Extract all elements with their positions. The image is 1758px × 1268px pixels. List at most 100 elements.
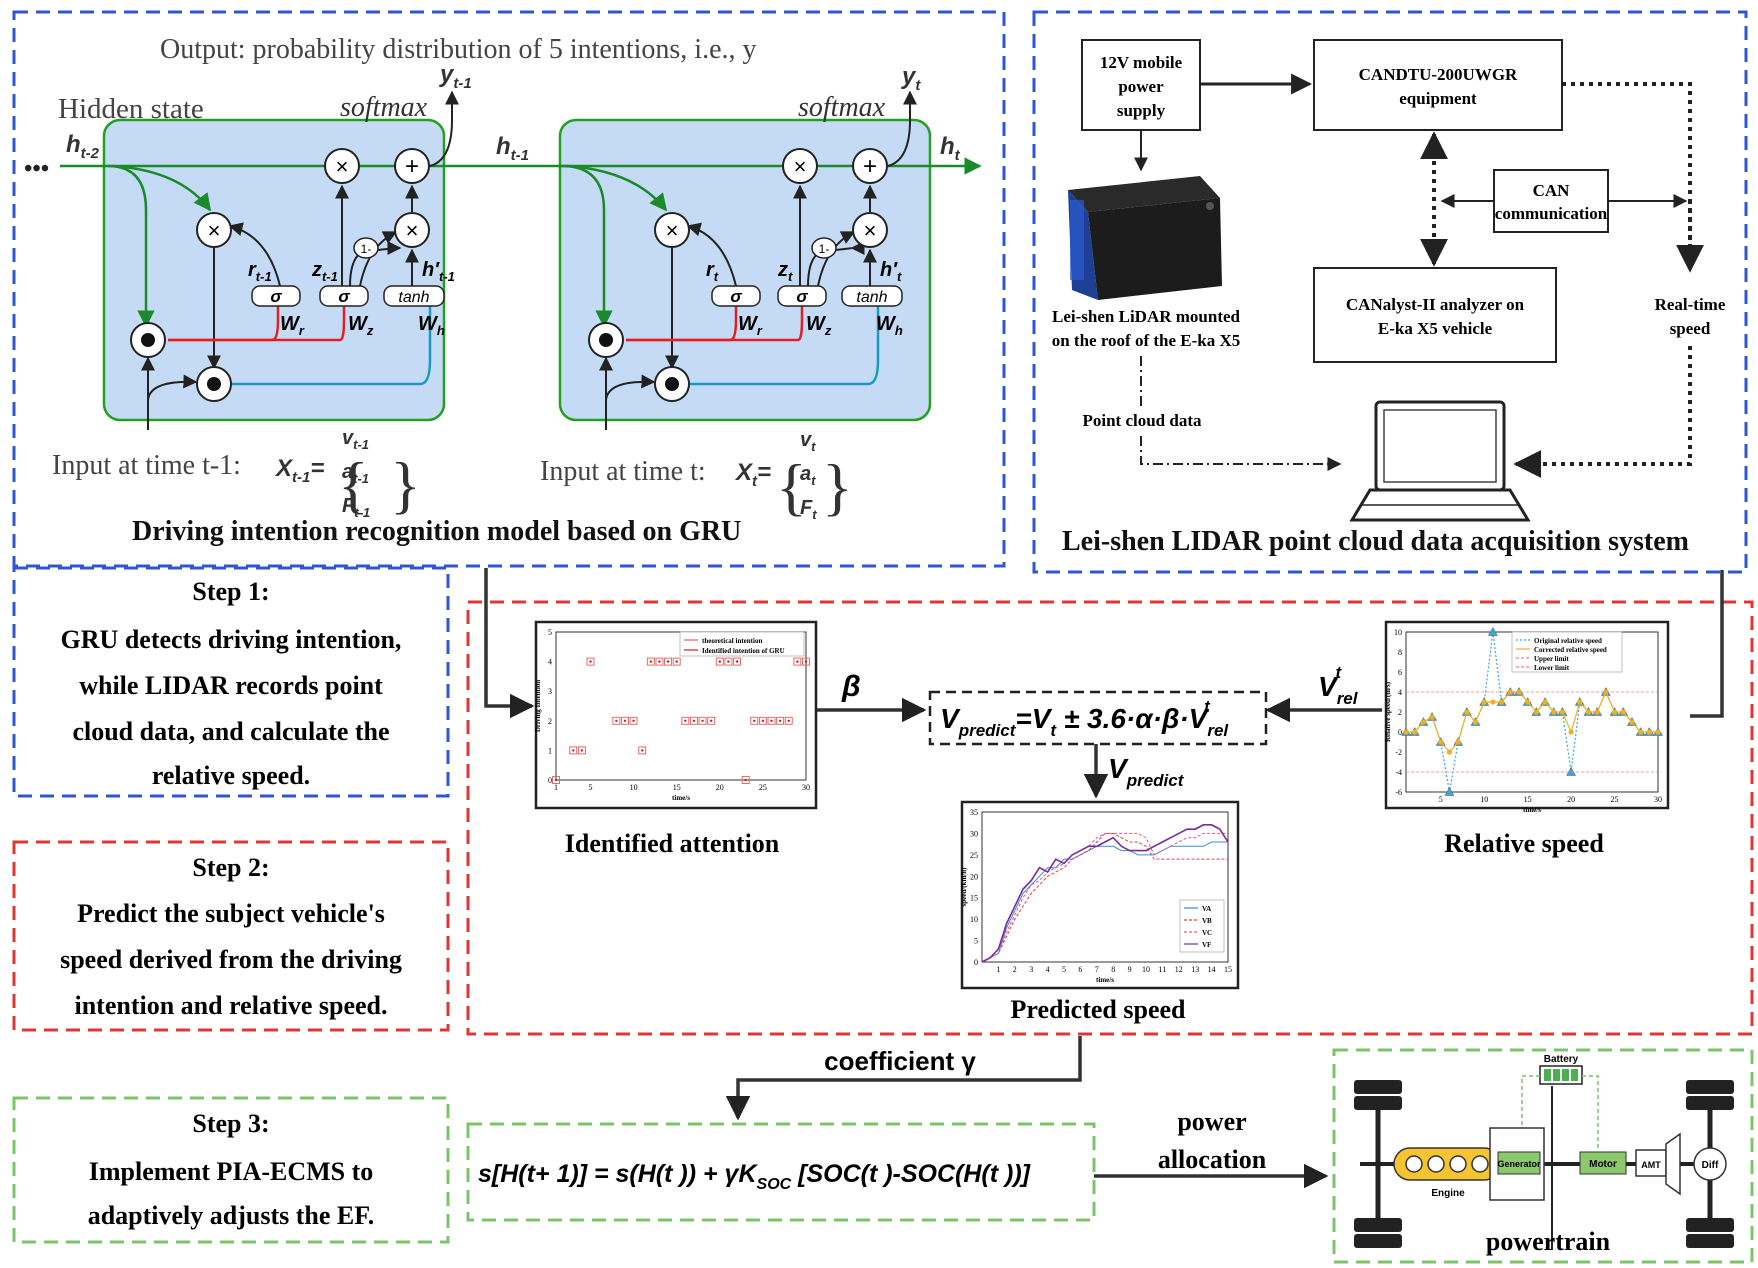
point-cloud-label: Point cloud data xyxy=(1082,411,1202,430)
identified-caption: Identified attention xyxy=(565,829,780,858)
series-line-2 xyxy=(981,832,1228,963)
flow-connectors xyxy=(484,568,1724,1189)
x-tick-label: 30 xyxy=(802,783,810,792)
gru-cell-current-internals: × + × × xyxy=(561,90,917,430)
data-point xyxy=(684,719,687,722)
data-point xyxy=(1629,719,1635,725)
y-axis-label: Relative speed/(m/s) xyxy=(1384,681,1392,742)
x-tick-label: 8 xyxy=(1111,965,1115,974)
lidar-section-title: Lei-shen LIDAR point cloud data acquisit… xyxy=(1062,526,1689,557)
data-point xyxy=(1507,689,1513,695)
one-minus-prev: 1- xyxy=(361,242,372,256)
data-point xyxy=(718,660,721,663)
data-point xyxy=(1646,729,1652,735)
power-line-2: power xyxy=(1118,77,1164,96)
data-point xyxy=(577,746,586,755)
power-allocation-line-2: allocation xyxy=(1158,1145,1267,1174)
real-time-line-2: speed xyxy=(1670,319,1711,338)
data-point xyxy=(1444,786,1455,796)
h-tm2-label: ht-2 xyxy=(66,131,100,162)
amt-label: AMT xyxy=(1641,1160,1661,1170)
y-tick-label: 0 xyxy=(974,958,978,967)
data-point xyxy=(750,716,759,725)
softmax-label-cur: softmax xyxy=(798,92,886,123)
r-cur-label: rt xyxy=(706,259,719,284)
x-tick-label: 5 xyxy=(588,783,592,792)
legend-entry: VC xyxy=(1202,929,1212,937)
data-point xyxy=(776,716,785,725)
data-point xyxy=(612,716,621,725)
x-tick-label: 10 xyxy=(1480,795,1488,804)
data-point xyxy=(623,719,627,722)
x-tick-label: 9 xyxy=(1128,965,1132,974)
h-tm1-label: ht-1 xyxy=(496,133,529,164)
data-point xyxy=(1611,709,1618,715)
input-prev-label: Input at time t-1: xyxy=(52,450,241,481)
z-cur-label: zt xyxy=(777,259,793,284)
y-tick-label: 15 xyxy=(970,894,978,903)
data-point xyxy=(1533,709,1539,715)
x-tick-label: 11 xyxy=(1159,965,1167,974)
svg-text:×: × xyxy=(208,218,221,243)
data-point xyxy=(1542,699,1548,705)
step3-line-2: adaptively adjusts the EF. xyxy=(88,1201,375,1230)
real-time-line-1: Real-time xyxy=(1655,295,1726,314)
x-tick-label: 15 xyxy=(1524,795,1532,804)
x-axis-label: time/s xyxy=(672,794,690,802)
power-allocation-line-1: power xyxy=(1177,1107,1246,1136)
svg-text:×: × xyxy=(864,218,877,243)
data-point xyxy=(580,749,584,752)
gru-section-frame xyxy=(12,10,1006,568)
data-point xyxy=(1551,709,1557,715)
data-point xyxy=(638,746,647,755)
data-point xyxy=(735,660,739,663)
step1-line-2: while LIDAR records point xyxy=(79,671,383,700)
v-cur: vt xyxy=(800,429,816,454)
relative-caption: Relative speed xyxy=(1444,829,1604,858)
can-line-1: CAN xyxy=(1533,181,1571,200)
x-tick-label: 14 xyxy=(1208,965,1216,974)
svg-text:+: + xyxy=(863,153,877,180)
x-axis-label: time/s xyxy=(1096,976,1114,984)
data-point xyxy=(655,657,664,666)
x-prev-symbol: Xt-1= xyxy=(274,455,324,486)
y-tick-label: 6 xyxy=(1398,668,1402,677)
y-tick-label: -4 xyxy=(1395,768,1402,777)
step3-line-1: Implement PIA-ECMS to xyxy=(89,1157,374,1186)
gru-cell-previous-internals: × + × × xyxy=(107,90,459,430)
svg-text:×: × xyxy=(406,218,419,243)
tanh-cur: tanh xyxy=(856,289,887,306)
data-point xyxy=(698,716,707,725)
data-point xyxy=(1438,739,1444,745)
lidar-section-frame xyxy=(1032,10,1748,574)
step2-title: Step 2: xyxy=(192,853,269,882)
wh-cur-label: Wh xyxy=(876,313,903,338)
y-tick-label: 35 xyxy=(970,808,978,817)
y-tick-label: 1 xyxy=(548,746,552,755)
sigma-r-cur: σ xyxy=(730,287,742,306)
series-line-0 xyxy=(981,841,1228,963)
data-point xyxy=(802,657,810,666)
x-tick-label: 10 xyxy=(1142,965,1150,974)
data-point xyxy=(615,719,618,722)
data-point xyxy=(675,660,678,663)
data-point xyxy=(658,660,661,663)
data-point xyxy=(727,660,730,663)
x-tick-label: 30 xyxy=(1654,795,1662,804)
f-prev: Ft-1 xyxy=(342,495,370,520)
data-point xyxy=(589,660,592,663)
step1-line-3: cloud data, and calculate the xyxy=(72,717,389,746)
data-point xyxy=(664,657,673,666)
sigma-r-prev: σ xyxy=(270,287,282,306)
data-point xyxy=(692,719,696,722)
legend-box xyxy=(679,631,805,657)
candtu-line-1: CANDTU-200UWGR xyxy=(1359,65,1518,84)
data-point xyxy=(1603,689,1609,695)
data-point xyxy=(632,719,635,722)
lidar-label-line-1: Lei-shen LiDAR mounted xyxy=(1052,307,1241,326)
laptop-icon xyxy=(1349,400,1531,522)
y-tick-label: 2 xyxy=(548,717,552,726)
data-point xyxy=(1594,709,1600,715)
soc-formula: s[H(t+ 1)] = s(H(t )) + γKSOC [SOC(t )-S… xyxy=(478,1160,1032,1193)
sigma-z-prev: σ xyxy=(338,287,350,306)
